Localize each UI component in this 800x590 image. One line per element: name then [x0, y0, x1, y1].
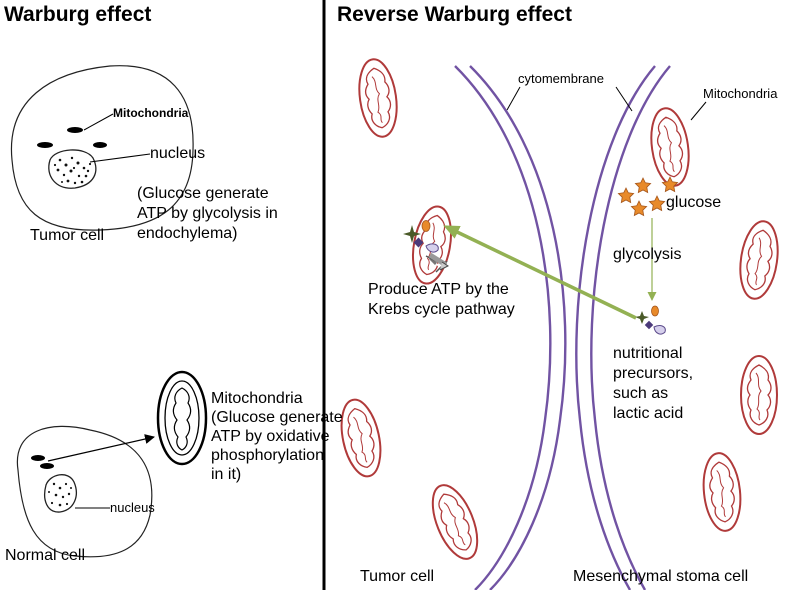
precursor-note: nutritional precursors, such as lactic a… [613, 345, 694, 422]
tumor-mito-molecules [403, 220, 449, 273]
stroma-cell-label: Mesenchymal stoma cell [573, 568, 749, 585]
tumor-cell-label: Tumor cell [30, 227, 105, 244]
transfer-arrow [443, 225, 637, 320]
tumor-mitochondria-label: Mitochondria [113, 106, 189, 120]
glycolysis-label: glycolysis [613, 246, 682, 263]
reverse-warburg-title: Reverse Warburg effect [337, 3, 572, 26]
tumor-nucleus-label: nucleus [150, 145, 206, 162]
glucose-label: glucose [666, 194, 722, 211]
normal-nucleus-label: nucleus [110, 500, 155, 515]
normal-cell-left [16, 370, 208, 558]
right-tumor-cell-label: Tumor cell [360, 568, 435, 585]
precursor-molecules [635, 305, 666, 335]
normal-cell-label: Normal cell [5, 547, 86, 564]
atp-note: Produce ATP by the Krebs cycle pathway [368, 281, 515, 318]
tumor-cell-left [10, 65, 194, 231]
glycolysis-note: (Glucose generate ATP by glycolysis in e… [137, 185, 278, 242]
cytomembrane-label: cytomembrane [518, 71, 604, 86]
right-mitochondria-label: Mitochondria [703, 86, 778, 101]
warburg-title: Warburg effect [4, 3, 152, 26]
cytomembrane-pair [454, 65, 671, 590]
oxidative-note: Mitochondria (Glucose generate ATP by ox… [211, 390, 343, 483]
